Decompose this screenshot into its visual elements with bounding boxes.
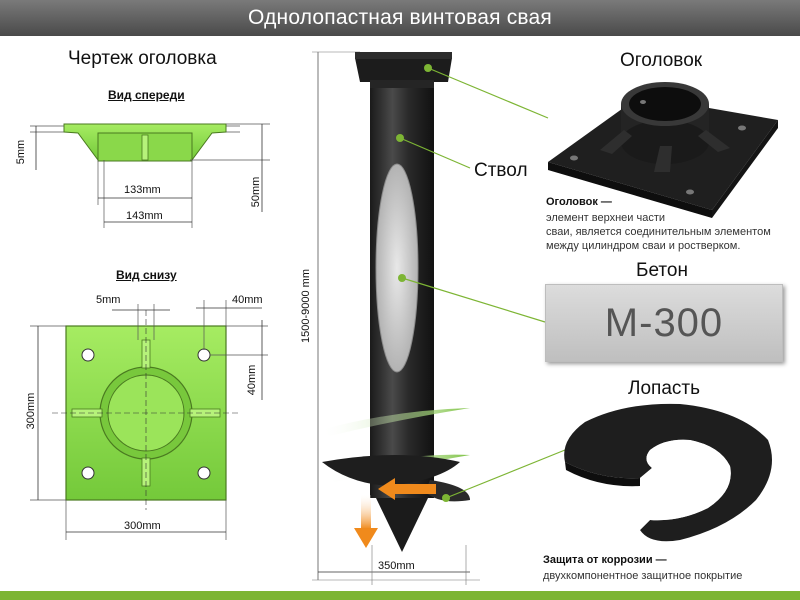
concrete-grade: М-300 [604,301,724,345]
pile-diameter-label: 350mm [378,560,415,572]
dim-front-inner: 133mm [124,184,161,196]
screw-pile [312,51,566,585]
dim-bottom-40-top: 40mm [232,294,263,306]
front-view-drawing [30,123,270,228]
trunk-label: Ствол [474,160,528,181]
head-desc-line-3: между цилиндром сваи и ростверком. [546,240,741,252]
protection-text: двухкомпонентное защитное покрытие [543,570,743,582]
dim-bottom-300-base: 300mm [124,520,161,532]
head-desc-line-1: элемент верхнеи части [546,212,666,224]
blade-illustration [564,403,772,542]
dim-front-height-5: 5mm [15,139,27,165]
bottom-view-drawing [30,300,268,540]
bottom-accent-bar [0,591,800,600]
protection-title: Защита от коррозии — [543,554,667,566]
drawing-heading: Чертеж оголовка [68,48,217,69]
head-heading: Оголовок [620,50,703,71]
front-view-title: Вид спереди [108,88,185,102]
title-banner [0,0,800,36]
head-plate-illustration [548,82,778,218]
page-title: Однолопастная винтовая свая [248,6,552,29]
head-desc-title: Оголовок — [546,196,612,208]
head-desc-line-2: сваи, является соединительным элементом [546,226,771,238]
dim-front-outer: 143mm [126,210,163,222]
concrete-heading: Бетон [636,260,688,281]
blade-heading: Лопасть [628,378,700,399]
dim-bottom-40-side: 40mm [246,364,258,396]
bottom-view-title: Вид снизу [116,268,177,282]
pile-length-label: 1500-9000 mm [300,269,312,343]
dim-bottom-300-side: 300mm [25,392,37,430]
concrete-grade-box: М-300 [545,284,783,362]
dim-front-height-50: 50mm [250,176,262,208]
dim-bottom-5: 5mm [96,294,121,306]
